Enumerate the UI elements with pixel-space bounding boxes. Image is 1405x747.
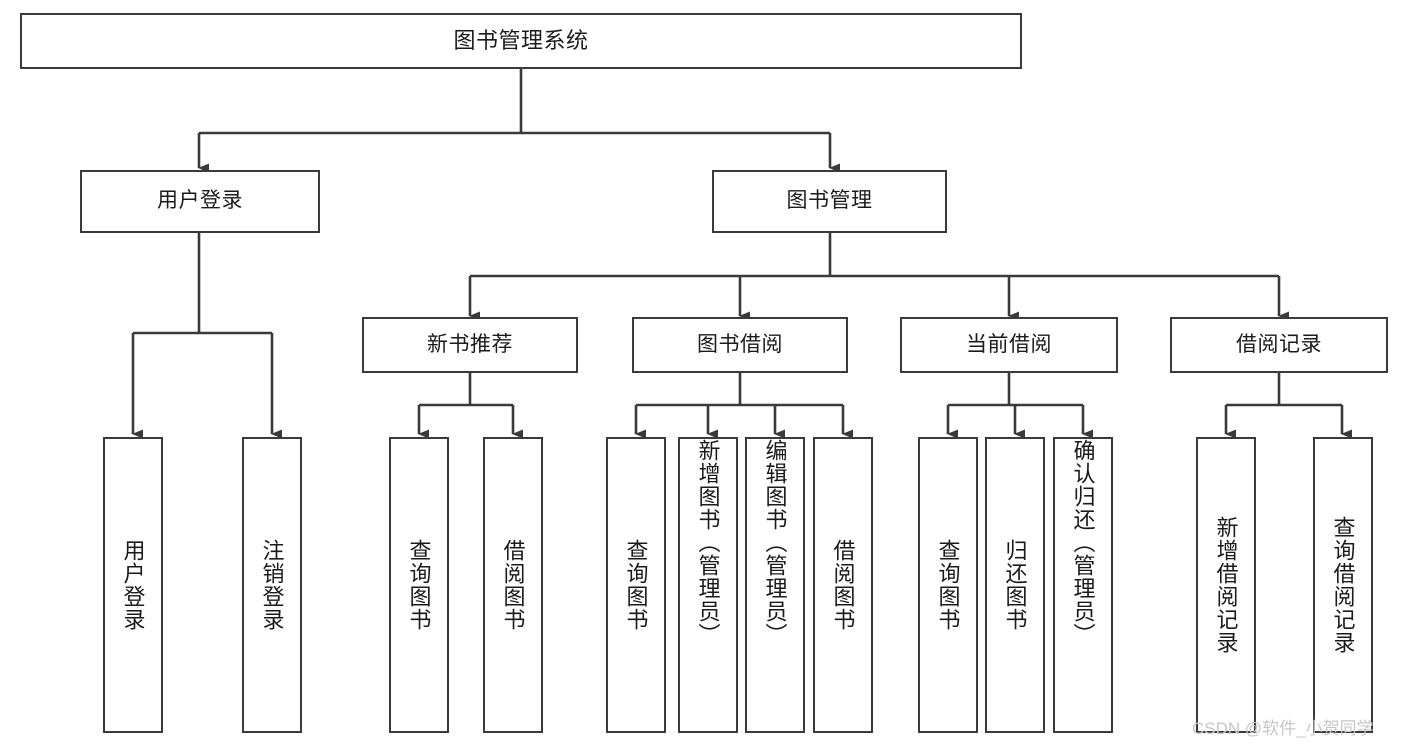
node-leaf-user-login[interactable]: 用户登录 bbox=[103, 437, 163, 733]
node-leaf-borrow-book-2[interactable]: 借阅图书 bbox=[813, 437, 873, 733]
node-leaf-query-borrow-record[interactable]: 查询借阅记录 bbox=[1313, 437, 1373, 733]
node-book-borrow[interactable]: 图书借阅 bbox=[632, 317, 848, 373]
node-label: 借阅图书 bbox=[830, 539, 856, 631]
node-leaf-add-borrow-record[interactable]: 新增借阅记录 bbox=[1196, 437, 1256, 733]
node-leaf-logout[interactable]: 注销登录 bbox=[242, 437, 302, 733]
node-label: 借阅图书 bbox=[500, 539, 526, 631]
node-leaf-borrow-book-1[interactable]: 借阅图书 bbox=[483, 437, 543, 733]
node-label: 查询借阅记录 bbox=[1330, 516, 1356, 654]
node-root-book-management-system[interactable]: 图书管理系统 bbox=[20, 13, 1022, 69]
node-label: 查询图书 bbox=[935, 539, 961, 631]
node-label: 图书管理系统 bbox=[453, 28, 589, 54]
node-leaf-confirm-return-admin[interactable]: 确认归还（管理员） bbox=[1053, 437, 1113, 733]
node-new-book-recommend[interactable]: 新书推荐 bbox=[362, 317, 578, 373]
node-label: 新增图书（管理员） bbox=[695, 439, 721, 646]
node-label: 借阅记录 bbox=[1236, 332, 1322, 356]
node-label: 编辑图书（管理员） bbox=[762, 439, 788, 646]
csdn-watermark: CSDN @软件_小贺同学 bbox=[1192, 719, 1374, 738]
node-label: 查询图书 bbox=[406, 539, 432, 631]
node-label: 用户登录 bbox=[157, 189, 243, 213]
node-leaf-add-book-admin[interactable]: 新增图书（管理员） bbox=[678, 437, 738, 733]
node-book-management[interactable]: 图书管理 bbox=[712, 170, 947, 233]
node-user-login[interactable]: 用户登录 bbox=[80, 170, 320, 233]
node-label: 归还图书 bbox=[1002, 539, 1028, 631]
node-label: 新增借阅记录 bbox=[1213, 516, 1239, 654]
node-leaf-query-book-3[interactable]: 查询图书 bbox=[918, 437, 978, 733]
node-leaf-query-book-2[interactable]: 查询图书 bbox=[606, 437, 666, 733]
node-label: 查询图书 bbox=[623, 539, 649, 631]
node-label: 用户登录 bbox=[120, 539, 146, 631]
node-label: 图书借阅 bbox=[697, 332, 783, 356]
node-label: 当前借阅 bbox=[966, 332, 1052, 356]
node-label: 图书管理 bbox=[786, 189, 873, 213]
node-borrow-record[interactable]: 借阅记录 bbox=[1170, 317, 1388, 373]
node-label: 确认归还（管理员） bbox=[1070, 439, 1096, 646]
node-current-borrow[interactable]: 当前借阅 bbox=[900, 317, 1118, 373]
node-leaf-edit-book-admin[interactable]: 编辑图书（管理员） bbox=[745, 437, 805, 733]
node-label: 新书推荐 bbox=[427, 332, 513, 356]
node-leaf-query-book-1[interactable]: 查询图书 bbox=[389, 437, 449, 733]
node-label: 注销登录 bbox=[259, 539, 285, 631]
node-leaf-return-book[interactable]: 归还图书 bbox=[985, 437, 1045, 733]
